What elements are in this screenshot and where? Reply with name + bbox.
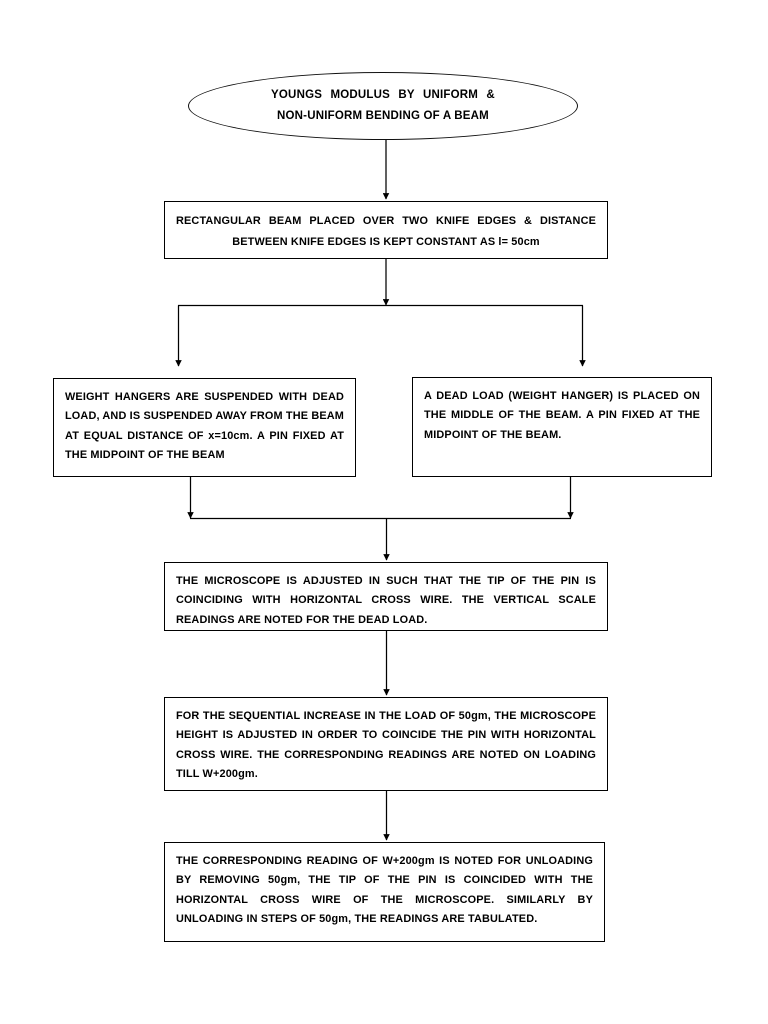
process-text-loading-steps: FOR THE SEQUENTIAL INCREASE IN THE LOAD …: [176, 710, 596, 781]
process-text-uniform-bending: WEIGHT HANGERS ARE SUSPENDED WITH DEAD L…: [65, 391, 344, 462]
process-text-beam-setup: RECTANGULAR BEAM PLACED OVER TWO KNIFE E…: [176, 215, 596, 249]
process-node-loading-steps: FOR THE SEQUENTIAL INCREASE IN THE LOAD …: [164, 697, 608, 791]
terminator-line-2: NON-UNIFORM BENDING OF A BEAM: [277, 110, 489, 122]
process-text-unloading-steps: THE CORRESPONDING READING OF W+200gm IS …: [176, 855, 593, 926]
process-node-microscope-adjust: THE MICROSCOPE IS ADJUSTED IN SUCH THAT …: [164, 562, 608, 631]
process-text-microscope-adjust: THE MICROSCOPE IS ADJUSTED IN SUCH THAT …: [176, 575, 596, 626]
process-node-unloading-steps: THE CORRESPONDING READING OF W+200gm IS …: [164, 842, 605, 942]
process-text-nonuniform-bending: A DEAD LOAD (WEIGHT HANGER) IS PLACED ON…: [424, 390, 700, 441]
process-node-uniform-bending: WEIGHT HANGERS ARE SUSPENDED WITH DEAD L…: [53, 378, 356, 477]
process-node-beam-setup: RECTANGULAR BEAM PLACED OVER TWO KNIFE E…: [164, 201, 608, 259]
terminator-line-1: YOUNGS MODULUS BY UNIFORM &: [271, 88, 495, 101]
terminator-node-title: YOUNGS MODULUS BY UNIFORM & NON-UNIFORM …: [188, 72, 578, 140]
process-node-nonuniform-bending: A DEAD LOAD (WEIGHT HANGER) IS PLACED ON…: [412, 377, 712, 477]
